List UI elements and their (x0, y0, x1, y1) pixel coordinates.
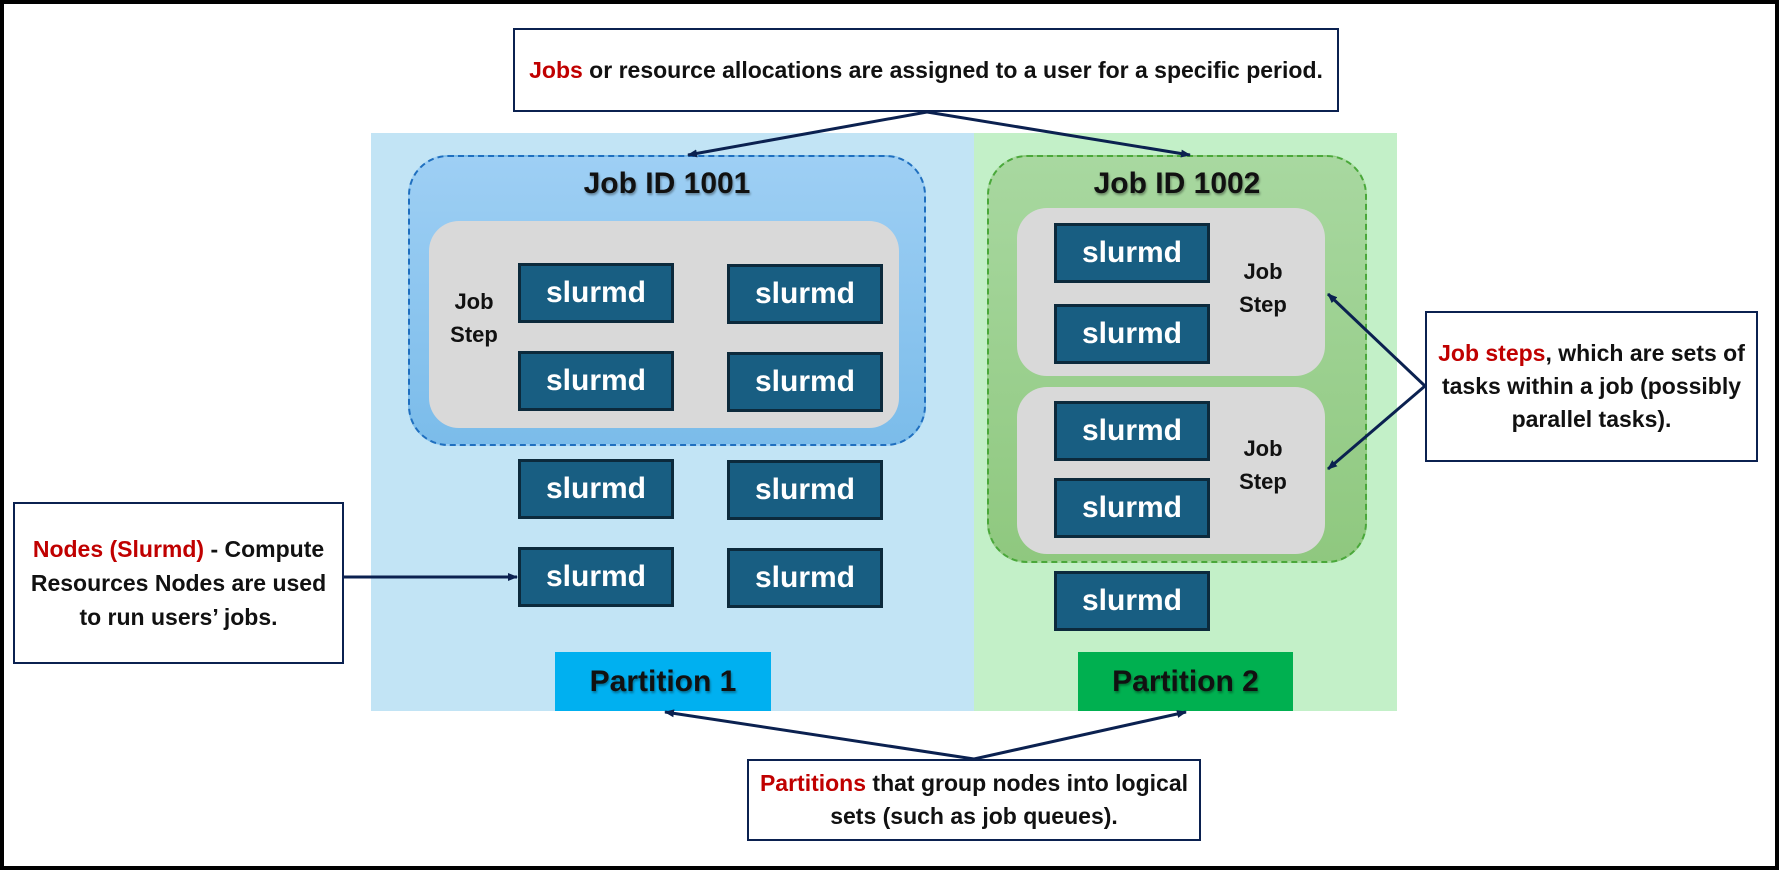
step-label-line1: Job (1243, 436, 1283, 461)
nodes-callout-highlight: Nodes (Slurmd) (32, 536, 205, 562)
nodes-callout-text: - Compute Resources Nodes are used to ru… (30, 536, 327, 630)
partition-1-label: Partition 1 (555, 652, 771, 711)
slurmd-node[interactable]: slurmd (727, 460, 883, 520)
slurmd-node[interactable]: slurmd (518, 547, 674, 607)
job-steps-callout-text: , which are sets of tasks within a job (… (1441, 340, 1745, 432)
jobs-callout-text: or resource allocations are assigned to … (582, 56, 1323, 83)
job-1001-step-label: Job Step (440, 285, 508, 351)
partitions-callout: Partitions that group nodes into logical… (747, 759, 1201, 841)
job-1001-title: Job ID 1001 (583, 167, 751, 200)
partitions-callout-text: that group nodes into logical sets (such… (830, 770, 1189, 829)
slurmd-node[interactable]: slurmd (518, 459, 674, 519)
partition-2-label: Partition 2 (1078, 652, 1293, 711)
slurmd-node[interactable]: slurmd (1054, 571, 1210, 631)
job-1002-step-2-label: Job Step (1225, 432, 1301, 498)
step-label-line2: Step (1239, 469, 1287, 494)
slurmd-node[interactable]: slurmd (518, 351, 674, 411)
jobs-callout: Jobs or resource allocations are assigne… (513, 28, 1339, 112)
step-label-line2: Step (450, 322, 498, 347)
job-steps-callout: Job steps, which are sets of tasks withi… (1425, 311, 1758, 462)
nodes-callout: Nodes (Slurmd) - Compute Resources Nodes… (13, 502, 344, 664)
slurmd-node[interactable]: slurmd (727, 352, 883, 412)
jobs-callout-highlight: Jobs (529, 56, 583, 83)
slurmd-node[interactable]: slurmd (727, 548, 883, 608)
slurmd-node[interactable]: slurmd (1054, 223, 1210, 283)
slurmd-node[interactable]: slurmd (727, 264, 883, 324)
step-label-line1: Job (454, 289, 494, 314)
step-label-line1: Job (1243, 259, 1283, 284)
job-1002-step-1-label: Job Step (1225, 255, 1301, 321)
job-1002-title: Job ID 1002 (1093, 167, 1261, 200)
partitions-callout-highlight: Partitions (759, 770, 867, 796)
slurmd-node[interactable]: slurmd (1054, 478, 1210, 538)
slurmd-node[interactable]: slurmd (1054, 401, 1210, 461)
step-label-line2: Step (1239, 292, 1287, 317)
slurmd-node[interactable]: slurmd (1054, 304, 1210, 364)
job-steps-callout-highlight: Job steps (1438, 340, 1546, 366)
slurmd-node[interactable]: slurmd (518, 263, 674, 323)
